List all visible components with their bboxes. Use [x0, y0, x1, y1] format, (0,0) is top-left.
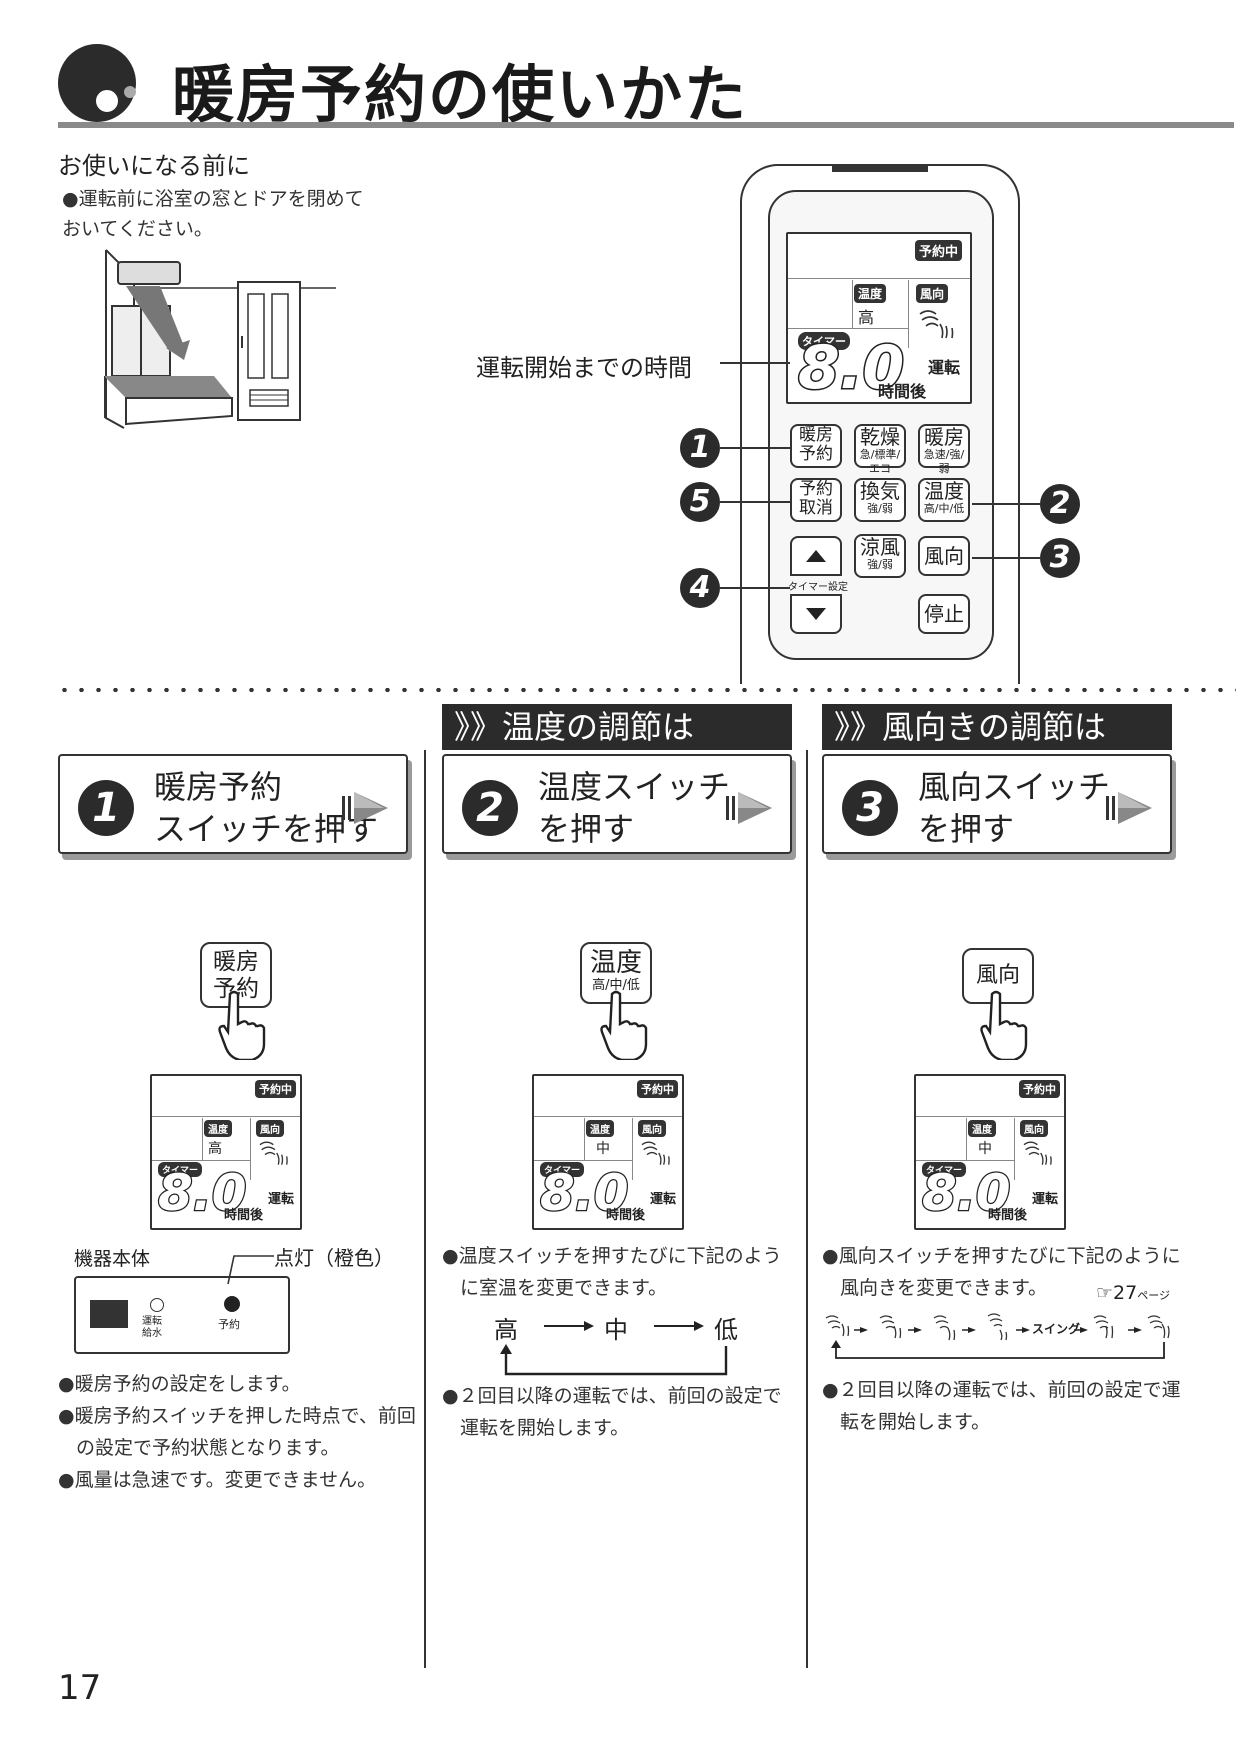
lcd-wind-icon [919, 310, 954, 339]
step-arrow-icon [1106, 792, 1152, 824]
up-arrow-icon [806, 550, 826, 562]
intro-bullet: ●運転前に浴室の窓とドアを閉めて おいてください。 [62, 188, 364, 240]
step-3-note-2: ●２回目以降の運転では、前回の設定で運転を開始します。 [822, 1379, 1181, 1433]
step-2-box: 2 温度スイッチ を押す [442, 754, 792, 854]
step-2-number: 2 [462, 780, 518, 836]
title-logo-dot-icon [96, 90, 118, 112]
wind-icon [259, 1141, 288, 1165]
wind-icon [1023, 1141, 1052, 1165]
wind-adjust-banner: 》》風向きの調節は [822, 704, 1172, 750]
step-2-text: 温度スイッチ を押す [538, 768, 731, 848]
lcd-temp-value: 高 [858, 308, 875, 327]
step-3-box: 3 風向スイッチ を押す [822, 754, 1172, 854]
timer-callout-label: 運転開始までの時間 [476, 354, 692, 382]
lcd-timer-badge: タイマー [798, 332, 850, 350]
device-label: 機器本体 [74, 1248, 151, 1270]
lcd-hours-after: 時間後 [878, 382, 927, 401]
lamp-leader-line [227, 1255, 274, 1285]
page-number: 17 [58, 1668, 102, 1708]
page-ref: ☞27ページ [1096, 1282, 1170, 1304]
wind-cycle-diagram: スイング [822, 1312, 1178, 1368]
header-divider [58, 122, 1234, 128]
lamp-label: 点灯（橙色） [274, 1246, 394, 1270]
dry-button[interactable]: 乾燥 急/標準/エコ [854, 424, 906, 475]
bathroom-illustration [104, 249, 336, 429]
wind-icon [641, 1141, 670, 1165]
device-display [90, 1300, 128, 1328]
lcd-temp-badge: 温度 [854, 284, 887, 303]
lcd-timer-digits: 8.0 [796, 333, 905, 403]
step-arrow-icon [726, 792, 772, 824]
cycle-arrows [500, 1321, 728, 1376]
wind-direction-button[interactable]: 風向 [918, 536, 970, 576]
title-logo-icon [58, 44, 136, 122]
page-title: 暖房予約の使いかた [172, 58, 749, 131]
reserve-lamp-icon [224, 1296, 240, 1312]
heat-button[interactable]: 暖房 急速/強/弱 [918, 424, 970, 475]
remote-emitter [832, 164, 928, 172]
step-arrow-icon [342, 792, 388, 824]
down-arrow-icon [806, 608, 826, 620]
title-logo-dot-small-icon [124, 86, 136, 98]
hand-pointer-icon [980, 990, 1028, 1060]
temp-cycle-diagram: 高 中 低 [494, 1310, 744, 1382]
step-1-text: 暖房予約 スイッチを押す [154, 768, 379, 848]
step-3-lcd: 予約中 温度 中 風向 タイマー 8.0 時間後 運転 [914, 1074, 1066, 1230]
step-2-note-2: ●２回目以降の運転では、前回の設定で運転を開始します。 [442, 1385, 782, 1439]
callout-5: 5 [680, 482, 720, 522]
timer-set-label: タイマー設定 [788, 582, 848, 593]
heat-reserve-button[interactable]: 暖房 予約 [790, 424, 842, 468]
lcd-run: 運転 [928, 358, 961, 377]
wind-direction-icons [825, 1313, 1170, 1359]
cool-breeze-button[interactable]: 涼風 強/弱 [854, 534, 906, 578]
timer-up-button[interactable] [790, 536, 842, 576]
step-2-lcd: 予約中 温度 中 風向 タイマー 8.0 時間後 運転 [532, 1074, 684, 1230]
temp-adjust-banner: 》》温度の調節は [442, 704, 792, 750]
step-3-text: 風向スイッチ を押す [918, 768, 1111, 848]
column-divider [806, 750, 808, 1668]
dotted-divider [56, 688, 1236, 692]
step-3-number: 3 [842, 780, 898, 836]
reserve-cancel-button[interactable]: 予約 取消 [790, 478, 842, 522]
temperature-button[interactable]: 温度 高/中/低 [918, 478, 970, 522]
ventilation-button[interactable]: 換気 強/弱 [854, 478, 906, 522]
callout-4: 4 [680, 568, 720, 608]
intro-heading: お使いになる前に [58, 152, 250, 180]
timer-down-button[interactable] [790, 594, 842, 634]
device-panel: 運転 給水 予約 [74, 1276, 290, 1354]
stop-button[interactable]: 停止 [918, 594, 970, 634]
step-1-number: 1 [78, 780, 134, 836]
remote-lcd: 予約中 温度 高 風向 タイマー 8.0 時間後 運転 [786, 232, 972, 404]
timer-callout-line [720, 362, 790, 364]
hand-pointer-icon [600, 990, 648, 1060]
lcd-wind-badge: 風向 [916, 284, 949, 303]
step-3-note-1: ●風向スイッチを押すたびに下記のように風向きを変更できます。 [822, 1245, 1181, 1299]
step-1-notes: ●暖房予約の設定をします。 ●暖房予約スイッチを押した時点で、前回の設定で予約状… [58, 1373, 416, 1491]
step-2-note-1: ●温度スイッチを押すたびに下記のように室温を変更できます。 [442, 1245, 782, 1299]
lcd-reserve-badge: 予約中 [914, 240, 962, 261]
callout-1: 1 [680, 428, 720, 468]
callout-3: 3 [1040, 538, 1080, 578]
step-1-box: 1 暖房予約 スイッチを押す [58, 754, 408, 854]
step-1-lcd: 予約中 温度 高 風向 タイマー 8.0 時間後 運転 [150, 1074, 302, 1230]
callout-2: 2 [1040, 484, 1080, 524]
run-lamp-icon [150, 1298, 164, 1312]
hand-pointer-icon [218, 990, 266, 1060]
column-divider [424, 750, 426, 1668]
